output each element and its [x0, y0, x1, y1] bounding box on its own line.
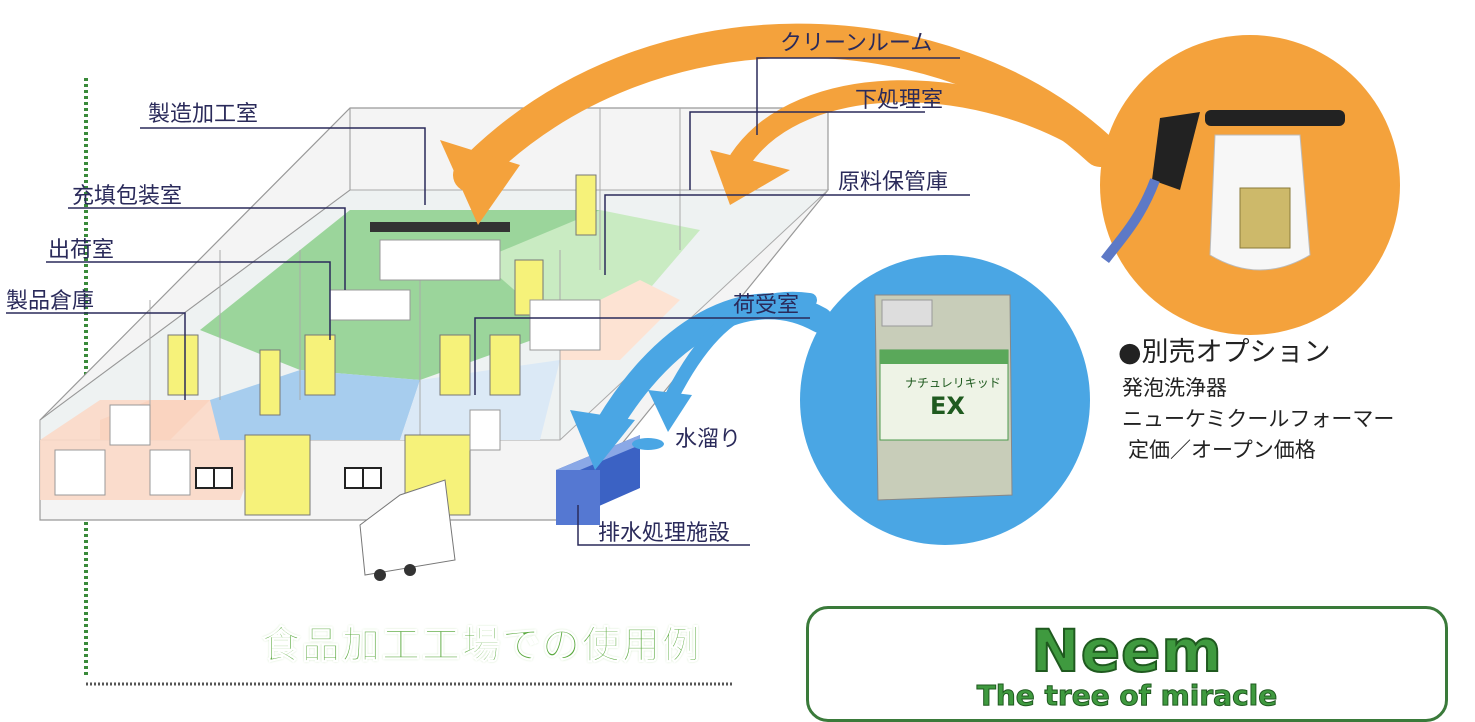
neem-subtitle: The tree of miracle [976, 679, 1278, 713]
label-warehouse: 製品倉庫 [6, 289, 95, 314]
door [489, 334, 521, 396]
label-manufacturing: 製造加工室 [148, 102, 259, 127]
leader-manufacturing [140, 127, 426, 205]
can-brand-label: ナチュレリキッド [905, 376, 1001, 390]
label-water-puddle: 水溜り [675, 427, 742, 452]
option-line2: ニューケミクールフォーマー [1122, 407, 1395, 431]
leader-receiving [474, 317, 810, 395]
page-caption: 食品加工工場での使用例 [261, 623, 703, 668]
option-price: 定価／オープン価格 [1128, 438, 1316, 462]
blue-arrow-small [663, 291, 817, 407]
can-model-label: EX [930, 392, 965, 420]
label-filling: 充填包装室 [72, 184, 183, 209]
label-pre-processing: 下処理室 [855, 88, 944, 113]
blue-arrow-small-head [648, 390, 692, 432]
leader-wastewater [577, 505, 750, 546]
blue-arrow-large [587, 293, 833, 453]
label-wastewater: 排水処理施設 [598, 521, 731, 546]
label-raw-storage: 原料保管庫 [838, 170, 949, 195]
orange-arrow-small-head [710, 150, 790, 205]
label-shipping: 出荷室 [48, 238, 115, 263]
truck [359, 479, 456, 576]
option-title: ●別売オプション [1118, 337, 1331, 368]
orange-arrow-large [453, 23, 1117, 192]
door [439, 334, 471, 396]
factory-illustration [6, 23, 1400, 686]
door [575, 174, 597, 236]
option-line1: 発泡洗浄器 [1122, 376, 1227, 400]
leader-filling [68, 207, 346, 290]
leader-warehouse [6, 312, 186, 400]
blue-arrow-large-head [570, 410, 635, 470]
neem-title: Neem [1030, 616, 1223, 686]
leader-shipping [46, 261, 331, 340]
leader-clean-room [756, 57, 960, 135]
wall-lines [39, 108, 351, 421]
orange-arrow-small [729, 80, 1111, 171]
leader-pre-processing [689, 111, 925, 190]
vent-bar [370, 222, 510, 232]
orange-arrow-large-head [440, 140, 520, 225]
spray-gun-handle [1152, 112, 1200, 190]
door-large [244, 434, 311, 516]
door [259, 349, 281, 416]
label-clean-room: クリーンルーム [780, 31, 933, 56]
door [167, 334, 199, 396]
door [304, 334, 336, 396]
water-puddle [632, 438, 664, 450]
label-receiving: 荷受室 [733, 293, 800, 318]
neem-panel: Neem The tree of miracle [806, 606, 1448, 722]
leader-raw-storage [604, 194, 970, 275]
